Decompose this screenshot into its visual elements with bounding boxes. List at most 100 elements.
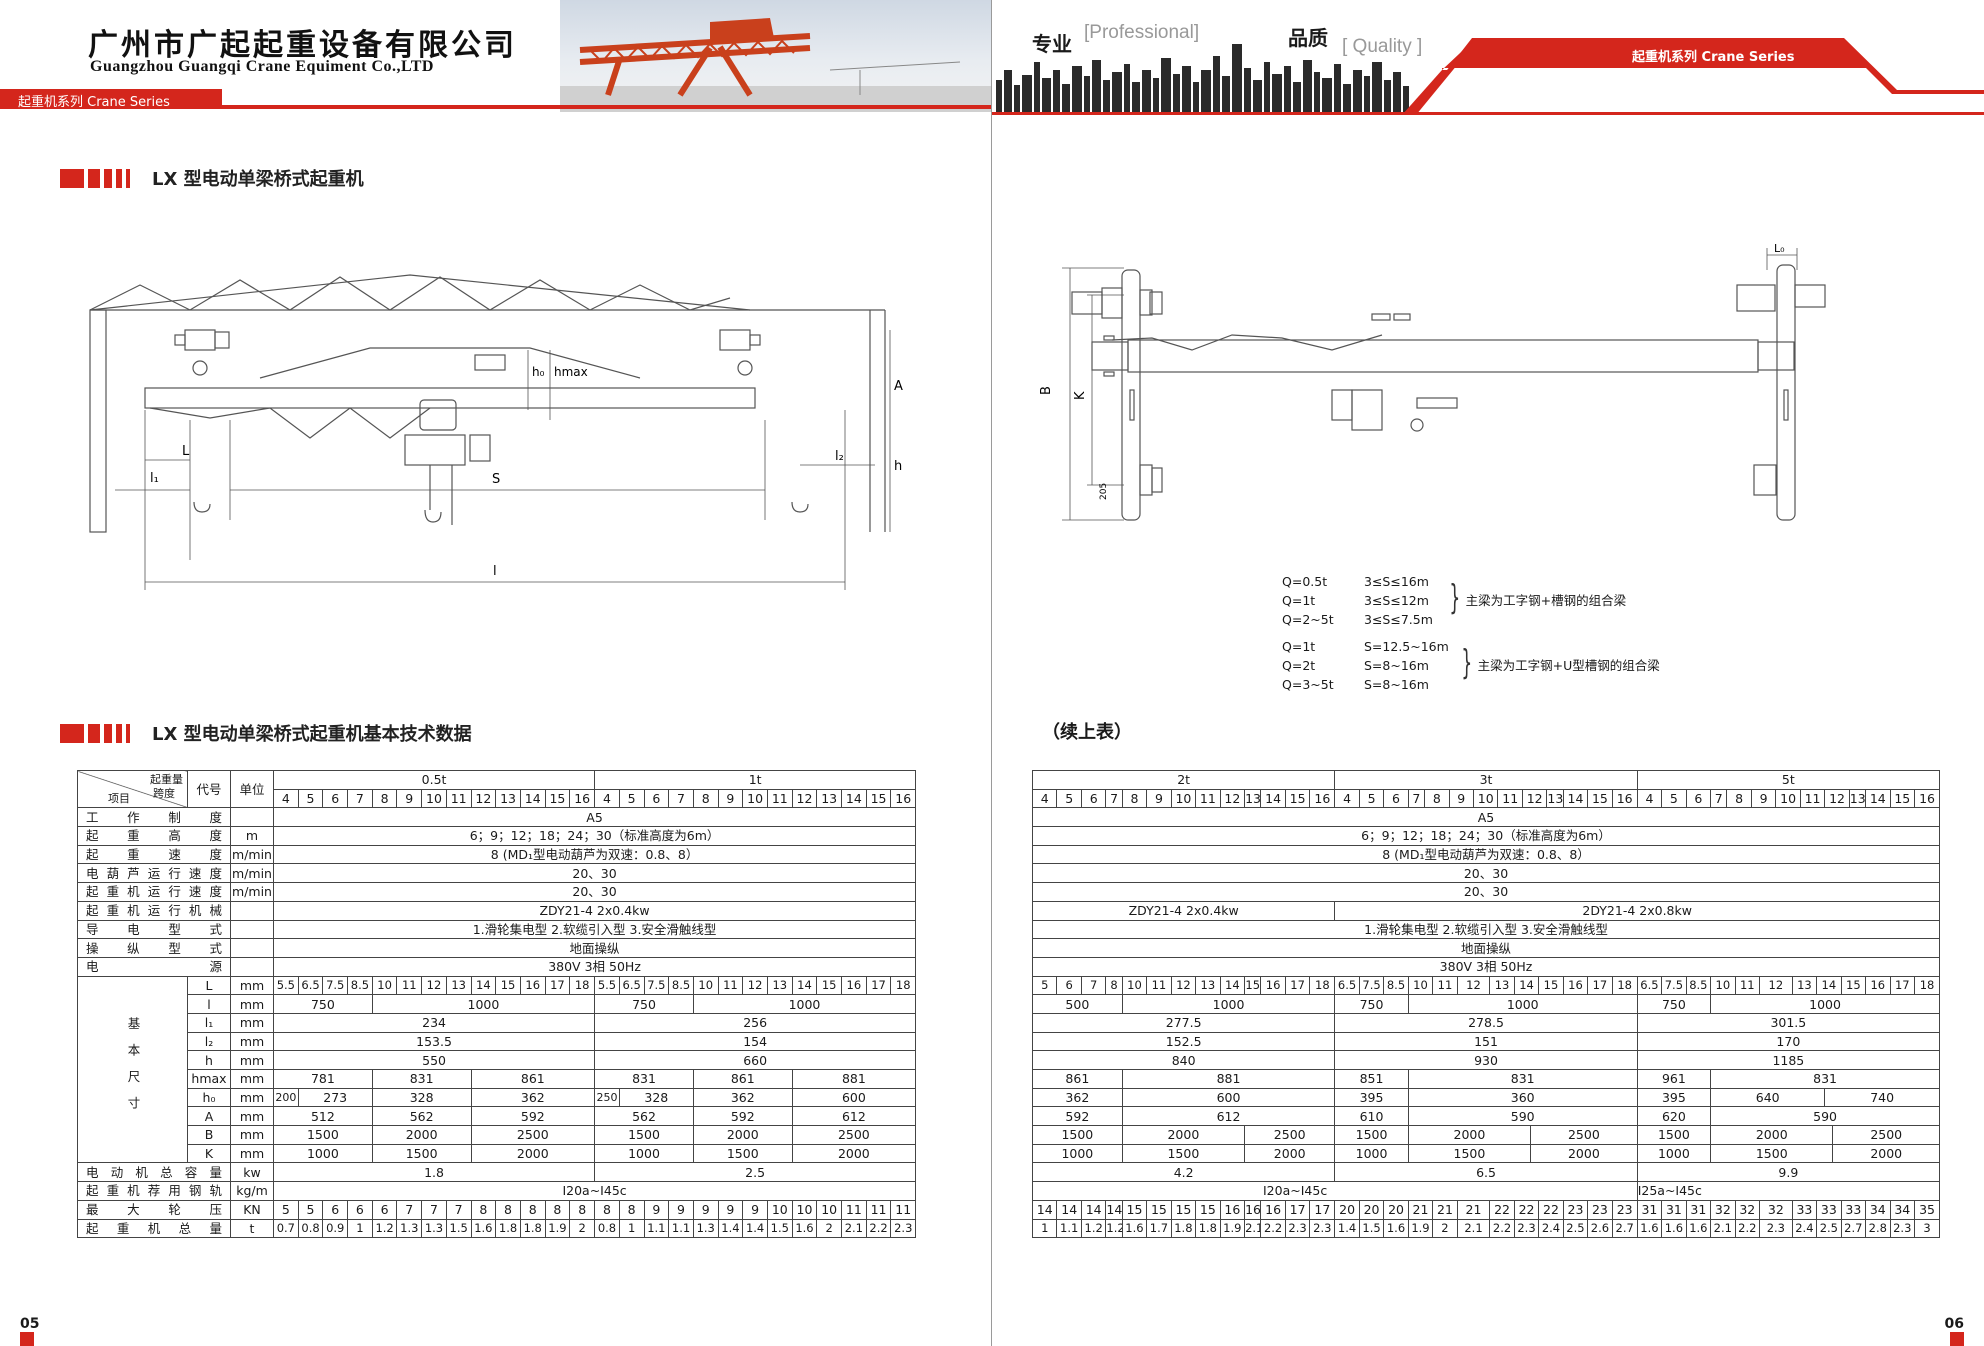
value-cell: 16 xyxy=(519,975,546,996)
unit-header: 单位 xyxy=(230,769,274,809)
left-page: 广州市广起起重设备有限公司 Guangzhou Guangqi Crane Eq… xyxy=(0,0,992,1346)
table-cell: 32 xyxy=(1710,1199,1736,1220)
table-cell: 362 xyxy=(692,1087,793,1108)
unit-cell xyxy=(230,956,274,977)
table-row: 11.11.21.21.61.71.81.81.92.12.22.32.31.4… xyxy=(1031,1218,1941,1239)
tag-zhuanye: 专业 xyxy=(1032,32,1072,56)
span-header: 6 xyxy=(1080,788,1107,809)
table-cell: 7 xyxy=(1080,975,1107,996)
unit-cell: mm xyxy=(230,1143,274,1164)
table-cell: 11 xyxy=(1146,975,1172,996)
table-cell: 2 xyxy=(816,1218,842,1239)
table-cell: 17 xyxy=(1309,1199,1336,1220)
table-cell: 2000 xyxy=(1121,1125,1246,1145)
table-cell: 200 xyxy=(273,1087,299,1108)
table-cell: 1500 xyxy=(692,1143,793,1164)
table-cell: 1500 xyxy=(1636,1125,1712,1145)
table-cell: 11 xyxy=(1734,975,1761,996)
span-header: 4 xyxy=(273,788,299,809)
table-cell: 592 xyxy=(692,1106,793,1127)
span-header: 16 xyxy=(569,788,596,809)
table-cell: 18 xyxy=(1611,975,1638,996)
table-cell: 2000 xyxy=(692,1125,793,1145)
table-cell: 20 xyxy=(1358,1199,1385,1220)
table-cell: 1.5 xyxy=(1358,1218,1385,1239)
table-cell: 31 xyxy=(1661,1199,1687,1220)
unit-cell: mm xyxy=(230,1050,274,1070)
table-cell: 881 xyxy=(1121,1069,1336,1089)
table-cell: 750 xyxy=(273,994,373,1014)
corner-header: 起重量跨度项目 xyxy=(77,769,188,809)
unit-cell: mm xyxy=(230,994,274,1014)
table-cell: 2000 xyxy=(1530,1143,1638,1164)
table-cell: 31 xyxy=(1636,1199,1663,1220)
table-cell: 2.2 xyxy=(865,1218,892,1239)
table-cell: 1500 xyxy=(1032,1125,1123,1145)
table-cell: 660 xyxy=(594,1050,917,1070)
span-header: 16 xyxy=(1309,788,1336,809)
value-cell: 10 xyxy=(692,975,719,996)
table-cell: 1.4 xyxy=(717,1218,744,1239)
value-cell: 1.滑轮集电型 2.软缆引入型 3.安全滑触线型 xyxy=(1031,919,1941,940)
table-cell: 1.8 xyxy=(519,1218,546,1239)
table-row: A5 xyxy=(1031,807,1941,828)
table-cell: 34 xyxy=(1889,1199,1916,1220)
span-header: 12 xyxy=(1219,788,1246,809)
table-cell: 170 xyxy=(1636,1031,1941,1052)
table-cell: 277.5 xyxy=(1031,1012,1336,1033)
table-cell: I20a~I45c xyxy=(1032,1181,1638,1201)
table-row: 8 (MD₁型电动葫芦为双速：0.8、8） xyxy=(1031,844,1941,865)
table-cell: 256 xyxy=(594,1012,917,1033)
unit-cell: KN xyxy=(230,1199,274,1220)
table-cell: 23 xyxy=(1611,1199,1638,1220)
span-header: 10 xyxy=(742,788,768,809)
value-cell: 8.5 xyxy=(668,975,694,996)
table-cell: 7 xyxy=(445,1199,472,1220)
table-cell: 1.6 xyxy=(470,1218,497,1239)
series-tag: 起重机系列 Crane Series xyxy=(18,95,170,110)
table-cell: 512 xyxy=(273,1106,373,1127)
table-cell: 2.7 xyxy=(1611,1218,1638,1239)
dim-h-label: h xyxy=(894,459,902,474)
table-cell: 8 xyxy=(519,1199,546,1220)
table-cell: 612 xyxy=(791,1106,917,1127)
table-cell: 6 xyxy=(371,1199,398,1220)
table-cell: 2.3 xyxy=(1759,1218,1793,1239)
row-label: 起重机运行速度 xyxy=(77,882,231,902)
span-header: 14 xyxy=(1562,788,1589,809)
dim-hmax-label: hmax xyxy=(554,365,588,379)
unit-cell: mm xyxy=(230,1069,274,1089)
span-header: 13 xyxy=(1546,788,1564,809)
table-cell: 14 xyxy=(1080,1199,1107,1220)
table-cell: 16 xyxy=(1219,1199,1246,1220)
value-cell: 1.滑轮集电型 2.软缆引入型 3.安全滑触线型 xyxy=(272,919,917,940)
table-cell: 15 xyxy=(1170,1199,1197,1220)
table-cell: 15 xyxy=(1538,975,1564,996)
span-header: 14 xyxy=(1865,788,1891,809)
table-cell: 1.2 xyxy=(371,1218,398,1239)
table-cell: 5 xyxy=(297,1199,324,1220)
table-cell: 1.6 xyxy=(1383,1218,1409,1239)
brace-icon: } xyxy=(1461,643,1473,683)
table-cell: 17 xyxy=(1889,975,1916,996)
title-blocks-icon xyxy=(60,723,130,743)
span-header: 9 xyxy=(1750,788,1777,809)
span-header: 10 xyxy=(1472,788,1499,809)
gantry-crane-illustration xyxy=(560,18,992,112)
table-cell: 2.3 xyxy=(1309,1218,1336,1239)
table-cell: 1 xyxy=(347,1218,373,1239)
table-cell: 10 xyxy=(1121,975,1148,996)
table-cell: 1.5 xyxy=(445,1218,472,1239)
span-header: 14 xyxy=(519,788,546,809)
table-cell: 2500 xyxy=(791,1125,917,1145)
value-cell: 6.5 xyxy=(297,975,324,996)
table-cell: 1.6 xyxy=(1121,1218,1148,1239)
row-label: 起重速度 xyxy=(77,844,231,865)
